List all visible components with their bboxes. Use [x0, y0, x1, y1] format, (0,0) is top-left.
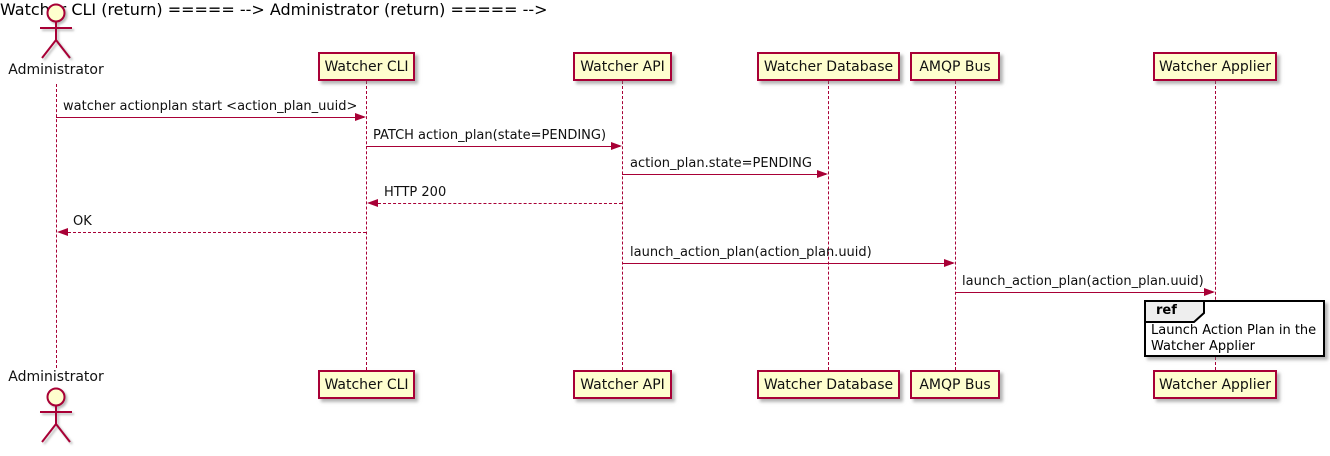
ref-text: Launch Action Plan in the Watcher Applie…	[1151, 323, 1316, 355]
message-4-line	[378, 203, 622, 204]
message-7-arrowhead-icon	[1204, 288, 1215, 296]
participant-bottom-watcher-cli: Watcher CLI	[318, 370, 415, 399]
lifeline-amqp-bus	[955, 81, 956, 370]
message-5-line	[68, 232, 366, 233]
actor-figure-top-icon	[40, 3, 72, 59]
message-4-label: HTTP 200	[384, 185, 447, 200]
message-3-line	[622, 174, 826, 175]
lifeline-administrator	[56, 84, 57, 368]
message-2-label: PATCH action_plan(state=PENDING)	[373, 128, 607, 143]
message-4-arrowhead-icon	[367, 199, 378, 207]
message-3-label: action_plan.state=PENDING	[630, 156, 812, 171]
participant-bottom-watcher-api: Watcher API	[573, 370, 672, 399]
participant-bottom-watcher-database: Watcher Database	[757, 370, 900, 399]
message-6-label: launch_action_plan(action_plan.uuid)	[630, 245, 872, 260]
ref-text-line1: Launch Action Plan in the	[1151, 323, 1317, 338]
message-7-line	[955, 292, 1213, 293]
message-6-line	[622, 263, 953, 264]
lifeline-watcher-applier	[1215, 81, 1216, 370]
ref-pentagon-icon	[1144, 300, 1205, 323]
participant-bottom-watcher-applier: Watcher Applier	[1153, 370, 1277, 399]
message-1-line	[56, 117, 364, 118]
message-2-arrowhead-icon	[611, 142, 622, 150]
message-1-label: watcher actionplan start <action_plan_uu…	[63, 99, 358, 114]
lifeline-watcher-cli	[366, 81, 367, 370]
message-2-line	[366, 146, 620, 147]
message-3-arrowhead-icon	[817, 170, 828, 178]
ref-keyword: ref	[1156, 303, 1177, 318]
lifeline-watcher-database	[828, 81, 829, 370]
participant-top-watcher-database: Watcher Database	[757, 52, 900, 81]
participant-bottom-amqp-bus: AMQP Bus	[910, 370, 1000, 399]
ref-text-line2: Watcher Applier	[1151, 339, 1255, 354]
participant-top-watcher-cli: Watcher CLI	[318, 52, 415, 81]
message-5-arrowhead-icon	[57, 228, 68, 236]
actor-figure-bottom-icon	[40, 387, 72, 443]
actor-label-top: Administrator	[8, 62, 104, 78]
message-5-label: OK	[73, 214, 92, 229]
participant-top-amqp-bus: AMQP Bus	[910, 52, 1000, 81]
participant-top-watcher-applier: Watcher Applier	[1153, 52, 1277, 81]
message-6-arrowhead-icon	[944, 259, 955, 267]
message-1-arrowhead-icon	[355, 113, 366, 121]
participant-top-watcher-api: Watcher API	[573, 52, 672, 81]
actor-label-bottom: Administrator	[8, 369, 104, 385]
ref-fragment: ref Launch Action Plan in the Watcher Ap…	[1144, 300, 1325, 357]
message-7-label: launch_action_plan(action_plan.uuid)	[962, 274, 1204, 289]
lifeline-watcher-api	[622, 81, 623, 370]
